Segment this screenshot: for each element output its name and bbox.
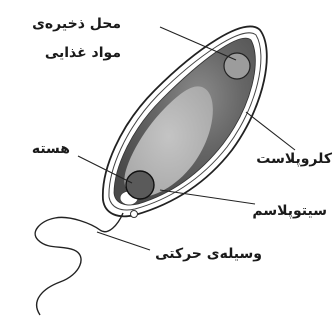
chloroplast-leader-line: [246, 112, 295, 150]
storage-label-line-1: محل ذخیره‌ی: [32, 16, 121, 32]
flagellum-label: وسیله‌ی حرکتی: [155, 246, 262, 262]
eyespot: [131, 211, 138, 218]
flagellum-leader-line: [97, 232, 150, 250]
cell-body: [103, 26, 267, 217]
nucleus-label: هسته: [32, 141, 70, 157]
storage-label-line-2: مواد غذایی: [45, 45, 121, 61]
flagellum: [35, 213, 123, 315]
chloroplast-label: کلروپلاست: [256, 151, 333, 167]
cytoplasm-label: سیتوپلاسم: [252, 203, 327, 219]
nucleus: [126, 171, 154, 199]
